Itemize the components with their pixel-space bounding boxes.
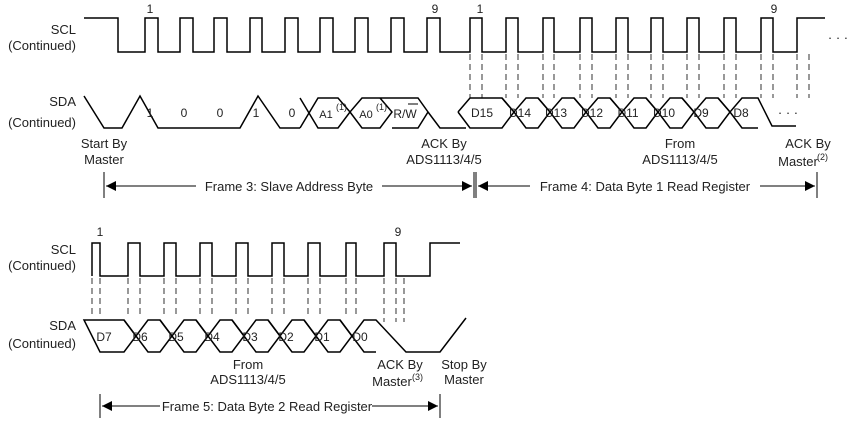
top-sda-d11: D11 xyxy=(617,106,638,120)
top-sda-continued: (Continued) xyxy=(8,115,76,130)
top-sda-address-cells xyxy=(299,97,466,129)
bottom-dashed-lines xyxy=(91,278,405,322)
top-scl-mark-9a: 9 xyxy=(432,2,439,16)
top-scl-mark-1b: 1 xyxy=(477,2,484,16)
start-by-label: Start By xyxy=(81,136,128,151)
ack-master-note-3: (3) xyxy=(412,372,423,382)
top-dashed-lines xyxy=(469,54,810,98)
stop-by-label: Stop By xyxy=(441,357,487,372)
from-label-bottom: From xyxy=(233,357,263,372)
ack-master-note-2: (2) xyxy=(817,152,828,162)
bottom-sda-d7: D7 xyxy=(96,330,112,344)
bottom-scl-mark-9: 9 xyxy=(395,225,402,239)
from-label-top: From xyxy=(665,136,695,151)
top-sda-a0-note: (1) xyxy=(376,102,387,112)
ack-master-label: Master xyxy=(778,154,818,169)
bottom-sda-d4: D4 xyxy=(204,330,220,344)
frame5-arrow xyxy=(99,394,441,418)
top-sda-bit-a1: A1 xyxy=(319,109,332,121)
top-sda-d14: D14 xyxy=(509,106,531,120)
top-sda-label: SDA xyxy=(49,94,76,109)
ack-by-master-label: ACK By xyxy=(785,136,831,151)
top-scl-mark-1a: 1 xyxy=(147,2,154,16)
ack-by-ads-label: ACK By xyxy=(421,136,467,151)
top-sda-bit-2: 0 xyxy=(217,106,224,120)
top-scl-ellipsis: · · · xyxy=(828,30,848,45)
top-sda-bit-4: 0 xyxy=(289,106,296,120)
top-sda-bit-a0: A0 xyxy=(359,109,372,121)
top-scl-label: SCL xyxy=(51,22,76,37)
from-device-bottom: ADS1113/4/5 xyxy=(210,372,285,387)
bottom-sda-continued: (Continued) xyxy=(8,336,76,351)
bottom-scl-continued: (Continued) xyxy=(8,258,76,273)
bottom-sda-d3: D3 xyxy=(242,330,258,344)
top-scl-mark-9b: 9 xyxy=(771,2,778,16)
top-sda-d8: D8 xyxy=(733,106,749,120)
top-sda-ellipsis: · · · xyxy=(778,105,798,120)
top-scl-continued: (Continued) xyxy=(8,38,76,53)
frame5-label: Frame 5: Data Byte 2 Read Register xyxy=(162,399,373,414)
top-sda-a1-note: (1) xyxy=(336,102,347,112)
bottom-sda-d6: D6 xyxy=(132,330,148,344)
ack-master-bottom: Master xyxy=(372,374,412,389)
top-sda-start-waveform xyxy=(83,94,300,129)
top-sda-bit-rw: R/W xyxy=(393,107,417,121)
bottom-sda-d0: D0 xyxy=(352,330,368,344)
ack-by-master-bottom: ACK By xyxy=(377,357,423,372)
frame4-label: Frame 4: Data Byte 1 Read Register xyxy=(540,179,751,194)
bottom-sda-d1: D1 xyxy=(314,330,330,344)
bottom-sda-label: SDA xyxy=(49,318,76,333)
bottom-scl-label: SCL xyxy=(51,242,76,257)
bottom-sda-d5: D5 xyxy=(168,330,184,344)
top-sda-d9: D9 xyxy=(693,106,709,120)
from-device-top: ADS1113/4/5 xyxy=(642,152,717,167)
frame4-arrow xyxy=(475,172,818,198)
frame3-arrow xyxy=(103,172,475,198)
top-sda-bit-1: 0 xyxy=(181,106,188,120)
top-sda-d12: D12 xyxy=(581,106,603,120)
top-sda-bit-0: 1 xyxy=(147,106,154,120)
bottom-sda-data-cells xyxy=(82,317,467,353)
ack-device-label: ADS1113/4/5 xyxy=(406,152,481,167)
top-sda-d15: D15 xyxy=(471,106,493,120)
frame3-label: Frame 3: Slave Address Byte xyxy=(205,179,373,194)
bottom-sda-d2: D2 xyxy=(278,330,294,344)
start-master-label: Master xyxy=(84,152,124,167)
stop-master-label: Master xyxy=(444,372,484,387)
bottom-scl-waveform xyxy=(91,242,460,277)
top-sda-data-cells xyxy=(457,97,796,129)
top-sda-d10: D10 xyxy=(653,106,675,120)
top-sda-d13: D13 xyxy=(545,106,567,120)
top-scl-waveform xyxy=(84,17,825,53)
bottom-scl-mark-1: 1 xyxy=(97,225,104,239)
top-sda-bit-3: 1 xyxy=(253,106,260,120)
